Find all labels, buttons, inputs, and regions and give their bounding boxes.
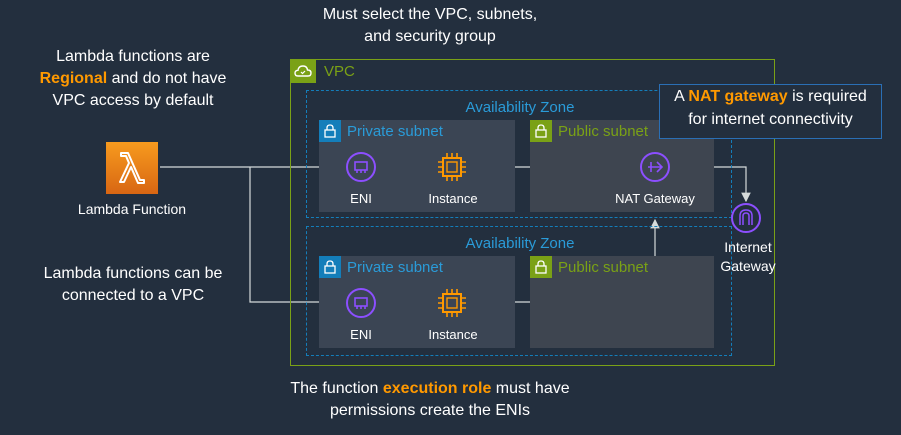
public-subnet-top: Public subnet: [530, 120, 714, 212]
vpc-cloud-icon: [290, 59, 316, 83]
nat-note-highlight: NAT gateway: [688, 88, 788, 105]
execution-role-note-line2: permissions create the ENIs: [329, 402, 531, 419]
eni-bottom-icon: [346, 288, 376, 318]
lock-icon: [319, 120, 341, 142]
eni-top-icon: [346, 152, 376, 182]
public-subnet-top-title: Public subnet: [558, 122, 649, 140]
eni-top-label: ENI: [350, 191, 372, 206]
public-subnet-bottom-header: Public subnet: [530, 256, 648, 278]
vpc-connect-note-line2: connected to a VPC: [61, 287, 205, 304]
public-subnet-bottom: Public subnet: [530, 256, 714, 348]
private-subnet-top-title: Private subnet: [347, 122, 443, 140]
eni-bottom-label: ENI: [350, 327, 372, 342]
lock-icon: [530, 256, 552, 278]
instance-bottom-label: Instance: [428, 327, 478, 342]
lambda-icon: [106, 142, 158, 194]
regional-note-line2-rest: and do not have: [107, 70, 227, 87]
public-subnet-top-header: Public subnet: [530, 120, 648, 142]
availability-zone-top: [306, 90, 732, 218]
private-subnet-top: Private subnet: [319, 120, 515, 212]
availability-zone-top-title: Availability Zone: [465, 99, 575, 116]
internet-gateway-label: Internet Gateway: [706, 238, 790, 276]
lock-icon: [319, 256, 341, 278]
vpc-selection-note: Must select the VPC, subnets, and securi…: [290, 4, 570, 48]
vpc-selection-note-line1: Must select the VPC, subnets,: [322, 6, 538, 23]
nat-requirement-note-line2: for internet connectivity: [688, 111, 853, 128]
private-subnet-bottom-title: Private subnet: [347, 258, 443, 276]
vpc-connect-note-line1: Lambda functions can be: [43, 265, 223, 282]
instance-bottom-icon: [438, 289, 466, 317]
nat-requirement-note: A NAT gateway is required for internet c…: [659, 84, 882, 139]
availability-zone-bottom-title: Availability Zone: [465, 235, 575, 252]
public-subnet-bottom-title: Public subnet: [558, 258, 649, 276]
nat-note-suffix: is required: [787, 88, 867, 105]
execution-note-suffix: must have: [491, 380, 570, 397]
vpc-header: VPC: [290, 59, 355, 83]
instance-top-icon: [438, 153, 466, 181]
lock-icon: [530, 120, 552, 142]
vpc-title: VPC: [324, 62, 355, 80]
lambda-to-eni-bottom-line: [249, 167, 343, 307]
nat-gateway-label: NAT Gateway: [615, 191, 695, 206]
private-subnet-top-header: Private subnet: [319, 120, 443, 142]
nat-note-prefix: A: [674, 88, 689, 105]
availability-zone-bottom: [306, 226, 732, 356]
vpc-connect-note: Lambda functions can be connected to a V…: [28, 263, 238, 307]
vpc-selection-note-line2: and security group: [364, 28, 496, 45]
instance-top-label: Instance: [428, 191, 478, 206]
execution-role-note-line1: The function execution role must have: [260, 378, 600, 400]
regional-highlight: Regional: [39, 70, 108, 87]
nat-gateway-icon: [640, 152, 670, 182]
lambda-label: Lambda Function: [77, 201, 187, 217]
internet-gateway-label-line1: Internet: [724, 239, 772, 255]
internet-gateway-label-line2: Gateway: [720, 258, 776, 274]
regional-note-line3: VPC access by default: [52, 92, 214, 109]
internet-gateway-icon: [731, 203, 761, 233]
regional-note-line2: Regional and do not have: [28, 68, 238, 90]
private-subnet-bottom-header: Private subnet: [319, 256, 443, 278]
regional-note: Lambda functions are Regional and do not…: [28, 46, 238, 112]
execution-note-prefix: The function: [290, 380, 383, 397]
execution-role-highlight: execution role: [382, 380, 492, 397]
private-subnet-bottom: Private subnet: [319, 256, 515, 348]
regional-note-line1: Lambda functions are: [56, 48, 210, 65]
vpc-container: [290, 59, 775, 366]
nat-requirement-note-line1: A NAT gateway is required: [660, 85, 881, 108]
execution-role-note: The function execution role must have pe…: [260, 378, 600, 422]
